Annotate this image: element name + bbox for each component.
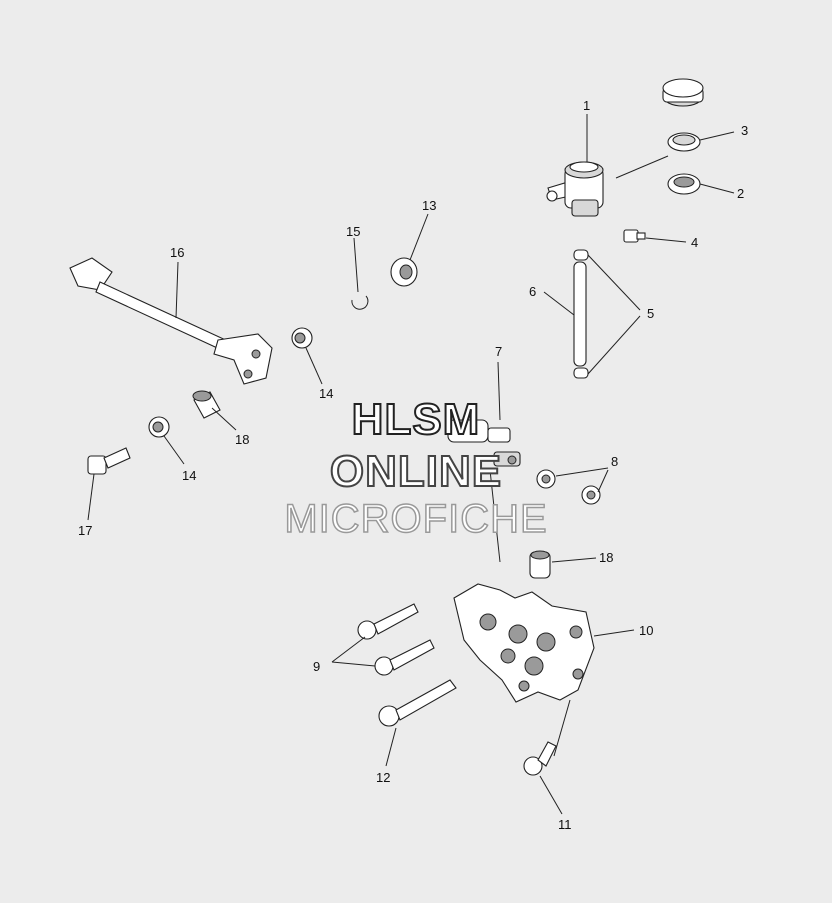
callout-2: 2 [737,186,744,201]
callout-14-upper: 14 [319,386,333,401]
diaphragm-part-3 [667,132,701,152]
callout-1: 1 [583,98,590,113]
bolt-part-11 [523,741,557,776]
bolt-part-9-lower [374,639,435,676]
callout-15: 15 [346,224,360,239]
collar-part-18-right [529,550,551,579]
master-cylinder-reservoir [546,161,604,217]
callout-16: 16 [170,245,184,260]
callout-10: 10 [639,623,653,638]
brake-rod-part-16 [69,257,273,385]
callout-12: 12 [376,770,390,785]
callout-11: 11 [558,817,572,832]
bolt-part-17 [87,447,131,475]
plate-part-2 [667,173,701,195]
callout-14-lower: 14 [182,468,196,483]
leader-lines [87,114,735,815]
bracket-part-10 [453,583,595,703]
screw-part-4 [623,229,646,243]
callout-3: 3 [741,123,748,138]
callout-13: 13 [422,198,436,213]
bushing-part-14-upper [291,327,313,349]
callout-7: 7 [495,344,502,359]
pedal-pivot-part-7 [447,419,521,467]
reservoir-cap [662,78,704,107]
snap-ring-part-15 [351,295,369,310]
bolt-part-9-upper [357,603,419,640]
bolt-part-12 [378,679,457,727]
callout-labels: 1 2 3 4 5 6 7 8 9 10 11 12 13 14 14 15 1… [78,98,748,832]
bushing-part-8-a [536,469,556,489]
callout-9: 9 [313,659,320,674]
callout-5: 5 [647,306,654,321]
callout-6: 6 [529,284,536,299]
nut-part-13 [390,257,418,287]
bushing-part-14-lower [148,416,170,438]
bushing-part-8-b [581,485,601,505]
callout-4: 4 [691,235,698,250]
callout-18-left: 18 [235,432,249,447]
callout-8: 8 [611,454,618,469]
callout-17: 17 [78,523,92,538]
callout-18-right: 18 [599,550,613,565]
hose-part-6 [573,261,587,367]
collar-part-18-left [192,390,221,419]
